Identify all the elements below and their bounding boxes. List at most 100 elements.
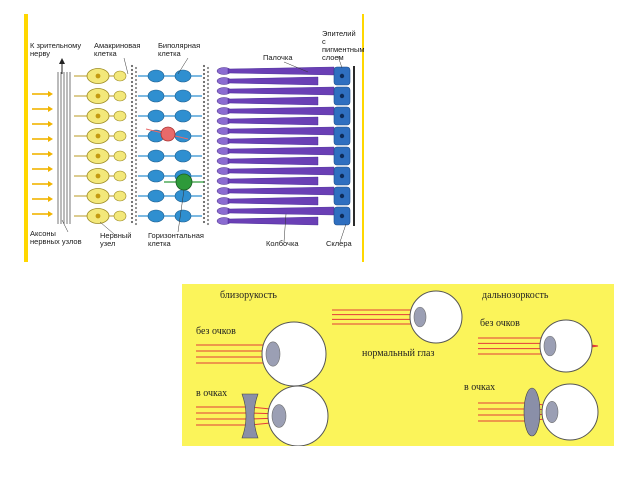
- epithelium-nucleus: [339, 213, 345, 219]
- synapse-dot: [202, 188, 206, 192]
- synapse-dot: [202, 148, 206, 152]
- synapse-dot: [134, 122, 138, 126]
- synapse-dot: [202, 216, 206, 220]
- synapse-dot: [130, 180, 134, 184]
- synapse-dot: [206, 146, 210, 150]
- eye-lens: [545, 401, 559, 423]
- concave-corrective-lens: [241, 393, 259, 439]
- synapse-dot: [206, 138, 210, 142]
- synapse-dot: [202, 88, 206, 92]
- label-hyperopia-no-glasses: без очков: [480, 318, 520, 329]
- synapse-dot: [130, 220, 134, 224]
- ganglion-dendrite: [113, 70, 127, 82]
- synapse-dot: [206, 94, 210, 98]
- synapse-dot: [202, 92, 206, 96]
- synapse-dot: [202, 72, 206, 76]
- synapse-dot: [202, 152, 206, 156]
- ganglion-nucleus: [95, 73, 101, 79]
- synapse-dot: [130, 212, 134, 216]
- epithelium-nucleus: [339, 73, 345, 79]
- synapse-dot: [206, 78, 210, 82]
- synapse-dot: [130, 204, 134, 208]
- eyeball-hyperopia: [539, 319, 593, 373]
- light-ray-arrowhead: [48, 91, 53, 97]
- synapse-dot: [202, 116, 206, 120]
- synapse-dot: [134, 126, 138, 130]
- synapse-dot: [134, 198, 138, 202]
- synapse-dot: [130, 144, 134, 148]
- synapse-dot: [206, 122, 210, 126]
- synapse-dot: [134, 174, 138, 178]
- synapse-dot: [202, 140, 206, 144]
- synapse-dot: [202, 124, 206, 128]
- synapse-dot: [206, 190, 210, 194]
- synapse-dot: [202, 144, 206, 148]
- synapse-dot: [130, 136, 134, 140]
- synapse-dot: [202, 80, 206, 84]
- synapse-dot: [134, 222, 138, 226]
- bipolar-cell: [147, 89, 165, 103]
- synapse-dot: [206, 106, 210, 110]
- bipolar-cell: [174, 109, 192, 123]
- synapse-dot: [130, 80, 134, 84]
- synapse-dot: [206, 182, 210, 186]
- synapse-dot: [134, 178, 138, 182]
- optic-nerve-arrowhead: [59, 58, 65, 64]
- cone-outer-segment: [227, 136, 319, 146]
- synapse-dot: [130, 152, 134, 156]
- vision-defects-panel: близорукость без очков нормальный глаз д…: [182, 284, 614, 446]
- synapse-dot: [206, 118, 210, 122]
- label-leader-line: [61, 219, 69, 233]
- bipolar-cell: [147, 209, 165, 223]
- synapse-dot: [202, 160, 206, 164]
- synapse-dot: [206, 210, 210, 214]
- label-leader-line: [99, 221, 115, 235]
- synapse-dot: [134, 194, 138, 198]
- synapse-dot: [130, 172, 134, 176]
- synapse-dot: [130, 120, 134, 124]
- synapse-dot: [206, 178, 210, 182]
- synapse-dot: [134, 110, 138, 114]
- synapse-dot: [206, 126, 210, 130]
- synapse-dot: [130, 192, 134, 196]
- light-ray-arrowhead: [48, 181, 53, 187]
- synapse-dot: [134, 130, 138, 134]
- synapse-dot: [202, 136, 206, 140]
- ganglion-nucleus: [95, 93, 101, 99]
- synapse-dot: [202, 156, 206, 160]
- synapse-dot: [130, 188, 134, 192]
- synapse-dot: [134, 166, 138, 170]
- synapse-dot: [134, 138, 138, 142]
- synapse-dot: [130, 68, 134, 72]
- label-rod: Палочка: [263, 53, 293, 62]
- synapse-dot: [202, 64, 206, 68]
- rod-outer-segment: [227, 186, 335, 196]
- synapse-dot: [206, 186, 210, 190]
- synapse-dot: [134, 146, 138, 150]
- ganglion-dendrite: [113, 210, 127, 222]
- cone-outer-segment: [227, 96, 319, 106]
- ganglion-nucleus: [95, 113, 101, 119]
- ganglion-nucleus: [95, 133, 101, 139]
- label-normal-eye: нормальный глаз: [362, 348, 435, 359]
- synapse-dot: [202, 200, 206, 204]
- epithelium-nucleus: [339, 133, 345, 139]
- synapse-dot: [130, 156, 134, 160]
- synapse-dot: [134, 90, 138, 94]
- synapse-dot: [206, 222, 210, 226]
- synapse-dot: [202, 168, 206, 172]
- ganglion-dendrite: [113, 190, 127, 202]
- synapse-dot: [134, 118, 138, 122]
- retina-illustration: [32, 55, 355, 243]
- synapse-dot: [134, 70, 138, 74]
- synapse-dot: [206, 98, 210, 102]
- synapse-dot: [130, 84, 134, 88]
- synapse-dot: [134, 182, 138, 186]
- synapse-dot: [134, 86, 138, 90]
- epithelium-nucleus: [339, 113, 345, 119]
- label-optic-nerve: К зрительному нерву: [30, 41, 82, 58]
- synapse-dot: [134, 102, 138, 106]
- rod-outer-segment: [227, 106, 335, 116]
- label-leader-line: [337, 55, 343, 69]
- synapse-dot: [134, 162, 138, 166]
